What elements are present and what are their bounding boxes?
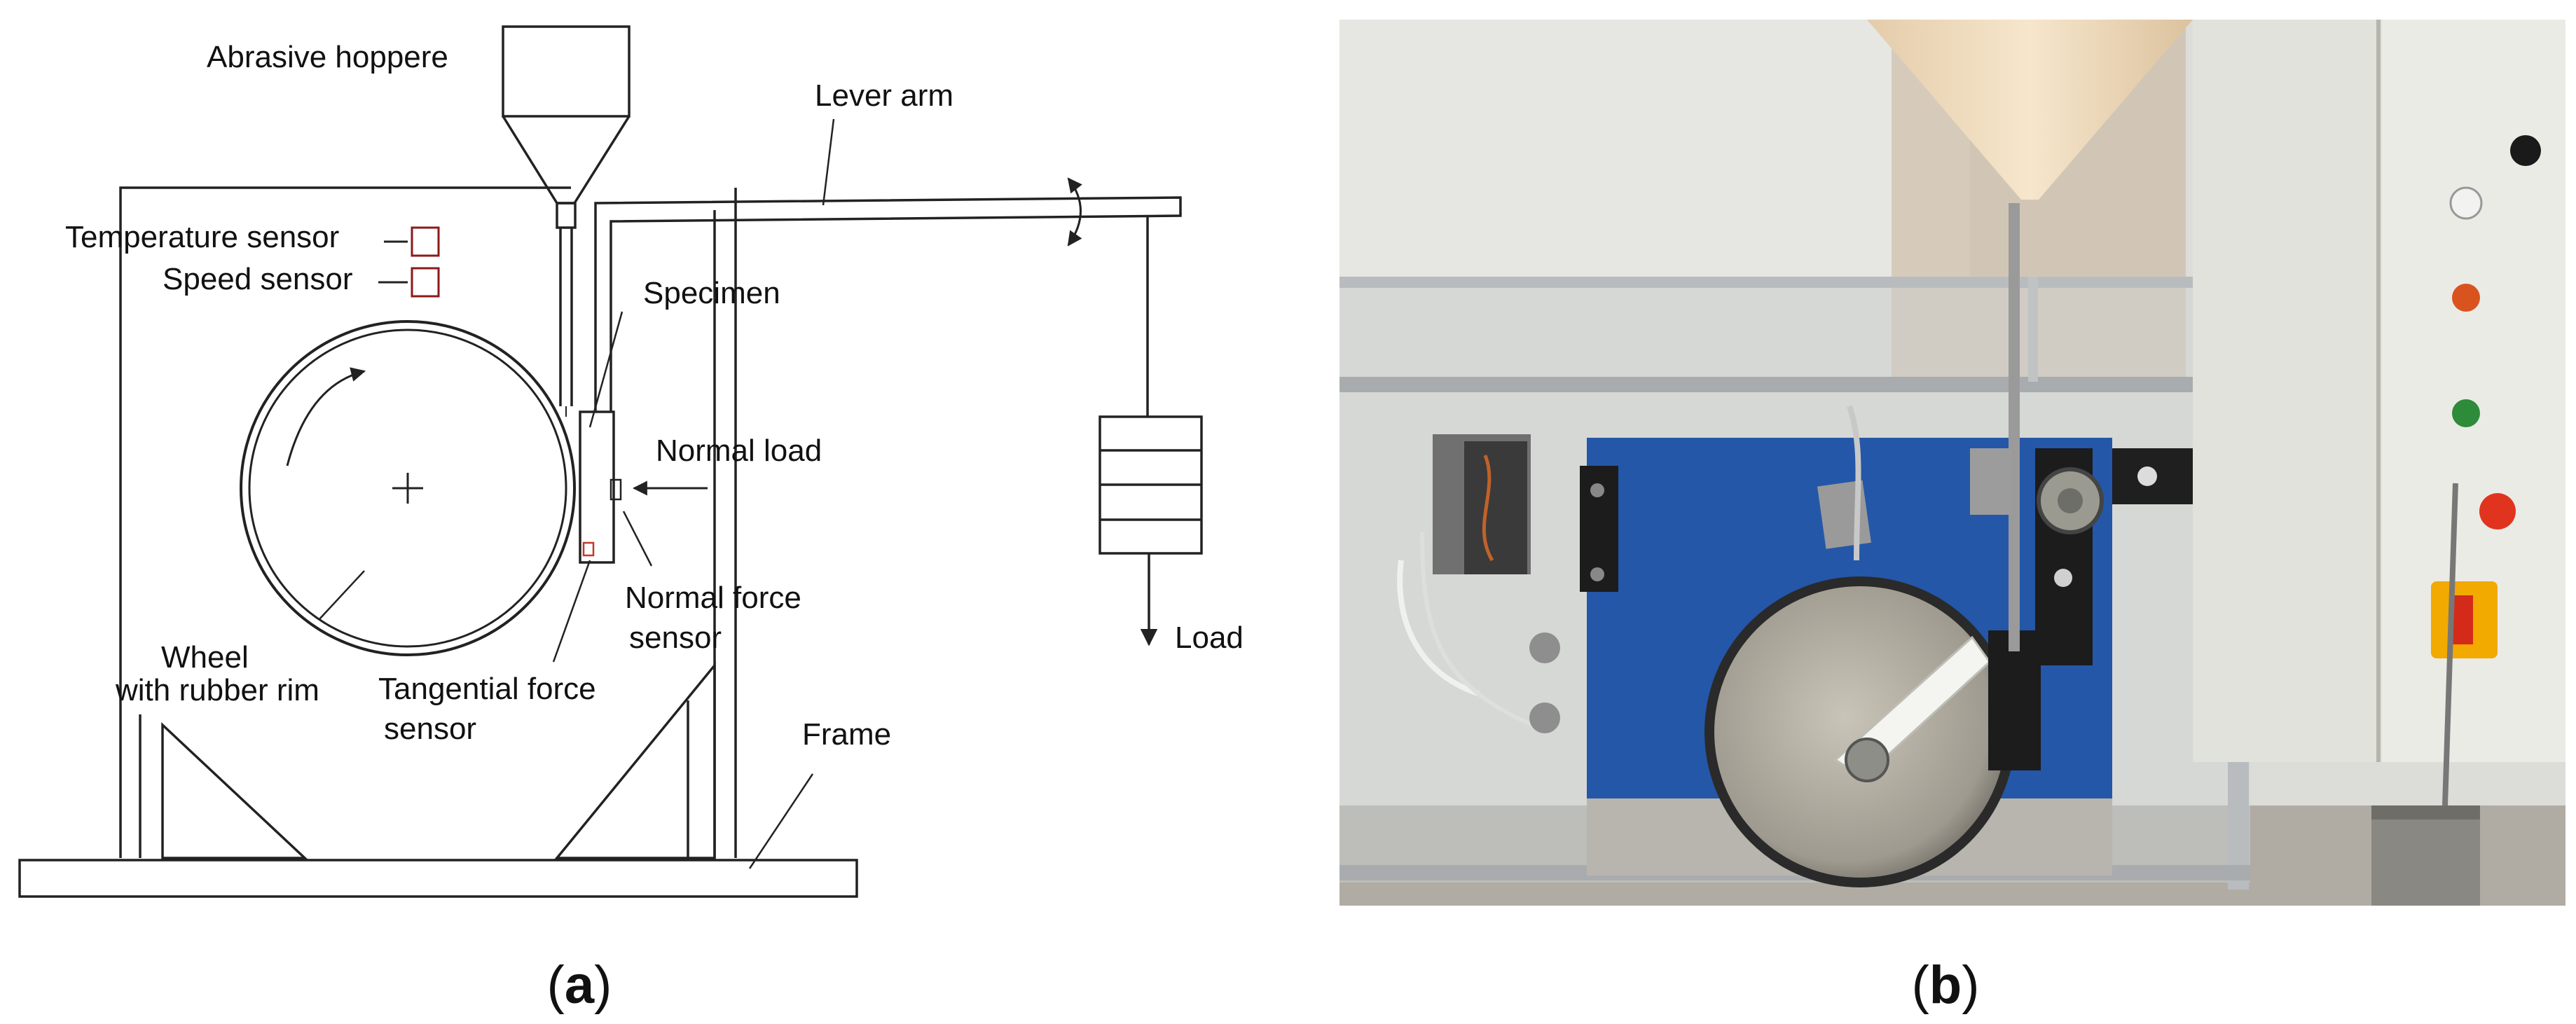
abrasive-hopper — [502, 25, 631, 417]
caption-a: (a) — [547, 955, 612, 1015]
label-normal-force-sensor-line2: sensor — [629, 621, 722, 655]
label-tangential-force-sensor-line2: sensor — [384, 712, 476, 746]
caption-b-open: ( — [1911, 955, 1929, 1015]
load-weights — [1098, 415, 1203, 646]
caption-b: (b) — [1911, 955, 1979, 1015]
label-load: Load — [1175, 621, 1244, 655]
schematic-labels: Abrasive hoppere Lever arm Temperature s… — [65, 40, 1244, 752]
schematic-diagram — [18, 25, 1203, 898]
apparatus-photo — [1339, 20, 2565, 906]
frame-structure — [18, 186, 858, 898]
label-speed-sensor: Speed sensor — [163, 262, 353, 296]
label-tangential-force-sensor-line1: Tangential force — [378, 672, 596, 706]
caption-a-open: ( — [547, 955, 565, 1015]
label-specimen: Specimen — [643, 276, 780, 310]
label-wheel-line1: Wheel — [161, 640, 249, 674]
label-lever-arm: Lever arm — [815, 78, 953, 113]
caption-a-letter: a — [565, 955, 595, 1015]
speed-sensor-box — [411, 267, 440, 298]
wheel — [240, 320, 576, 656]
label-frame: Frame — [802, 717, 891, 752]
caption-b-close: ) — [1962, 955, 1979, 1015]
label-normal-force-sensor-line1: Normal force — [625, 581, 801, 615]
caption-a-close: ) — [594, 955, 612, 1015]
specimen-holder — [579, 410, 622, 564]
lever-arm — [594, 196, 1182, 417]
label-wheel-line2: with rubber rim — [115, 673, 319, 707]
pivot-rotation-arrow — [1067, 177, 1082, 247]
label-normal-load: Normal load — [656, 434, 822, 468]
rotation-arrow — [286, 367, 366, 466]
temperature-sensor-box — [411, 226, 440, 257]
svg-text:(b): (b) — [1911, 955, 1979, 1015]
svg-text:(a): (a) — [547, 955, 612, 1015]
caption-b-letter: b — [1929, 955, 1962, 1015]
label-abrasive-hopper: Abrasive hoppere — [207, 40, 448, 74]
label-temperature-sensor: Temperature sensor — [65, 220, 339, 254]
leader-lines — [318, 118, 835, 869]
